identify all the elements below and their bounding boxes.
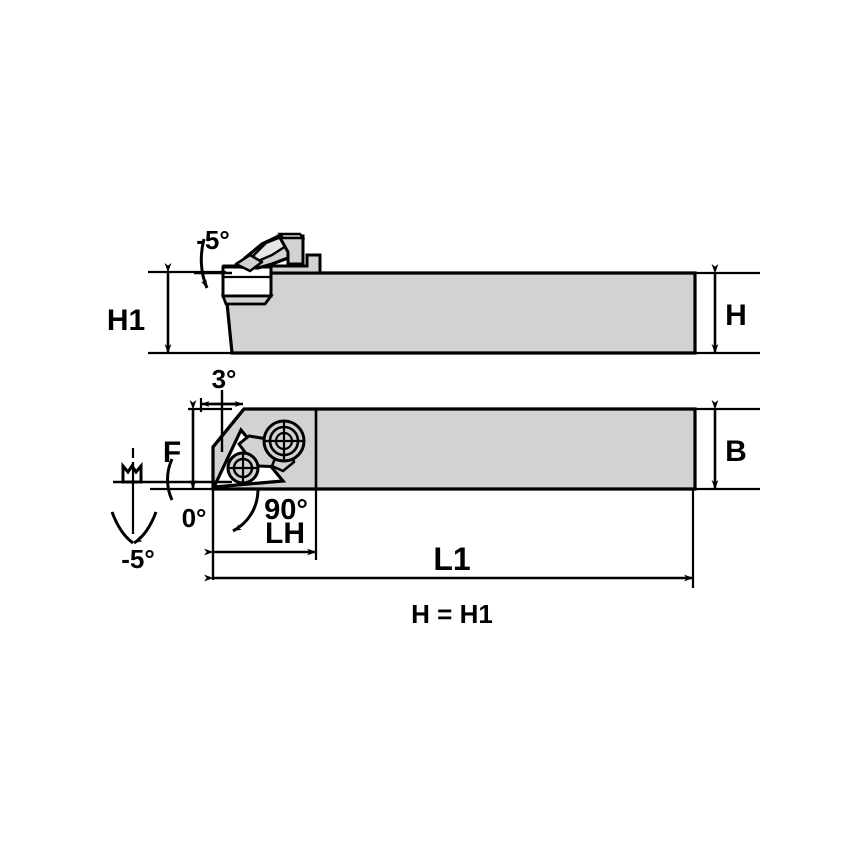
label-f: F [163, 436, 181, 469]
side-view-clamp-screw-top [277, 232, 306, 240]
label-h: H [725, 299, 747, 332]
lead-angle-arc [232, 488, 260, 533]
label-l1: L1 [433, 541, 470, 577]
side-view-group [148, 232, 760, 355]
side-rake-arc [110, 511, 134, 545]
insert-screw-lower [226, 451, 260, 485]
label-side-rake-angle: -5° [121, 544, 155, 574]
angle-0deg-arc [166, 458, 174, 501]
clamp-screw-upper [262, 419, 306, 463]
side-view-clamp-nose [234, 253, 264, 273]
top-view-group [110, 390, 760, 588]
label-inclination-angle: 0° [182, 503, 207, 533]
dimension-labels: H1 H B F LH L1 H = H1 [107, 299, 747, 629]
top-view-nose-chamfer [211, 407, 246, 449]
label-h-equals-h1: H = H1 [411, 599, 493, 629]
label-lh: LH [265, 517, 305, 550]
label-back-rake-angle: -5° [196, 225, 230, 255]
side-rake-arc-right [133, 511, 158, 545]
label-b: B [725, 435, 747, 468]
label-lead-angle: 90° [264, 494, 308, 526]
side-view-insert-lower-face [220, 294, 274, 306]
side-view-insert [221, 265, 273, 298]
side-view-back-rake-arc [199, 238, 209, 289]
label-side-clearance-angle: 3° [212, 364, 237, 394]
side-view-shank-body [222, 271, 697, 355]
label-h1: H1 [107, 304, 145, 337]
angle-labels: -5° 3° 0° 90° -5° [121, 225, 308, 574]
